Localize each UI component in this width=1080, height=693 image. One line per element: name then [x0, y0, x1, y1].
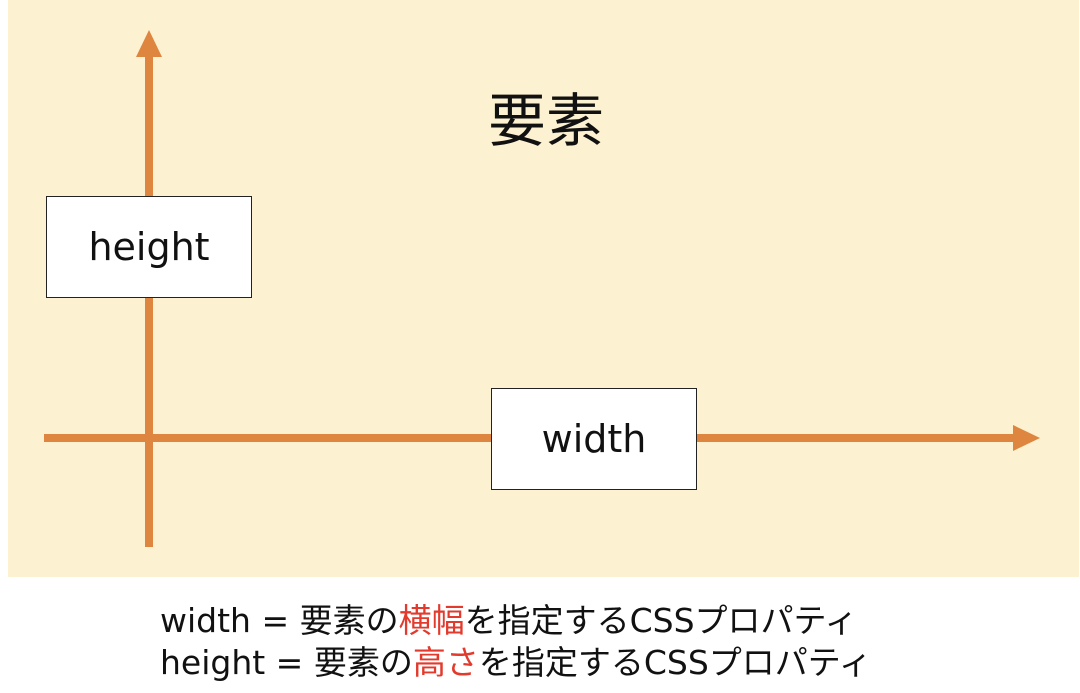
- height-label-box: height: [46, 196, 252, 298]
- width-label-box: width: [491, 388, 697, 490]
- captions: width = 要素の横幅を指定するCSSプロパティ height = 要素の高…: [160, 600, 1060, 684]
- horizontal-arrowhead: [1013, 425, 1040, 451]
- width-caption: width = 要素の横幅を指定するCSSプロパティ: [160, 600, 1060, 642]
- element-title: 要素: [487, 87, 604, 155]
- height-caption-suffix: を指定するCSSプロパティ: [478, 643, 872, 682]
- vertical-arrowhead: [136, 30, 162, 57]
- height-caption: height = 要素の高さを指定するCSSプロパティ: [160, 642, 1060, 684]
- width-caption-suffix: を指定するCSSプロパティ: [464, 601, 858, 640]
- height-caption-highlight: 高さ: [412, 643, 479, 682]
- height-caption-prefix: height = 要素の: [160, 643, 413, 682]
- width-caption-prefix: width = 要素の: [160, 601, 399, 640]
- width-caption-highlight: 横幅: [398, 601, 465, 640]
